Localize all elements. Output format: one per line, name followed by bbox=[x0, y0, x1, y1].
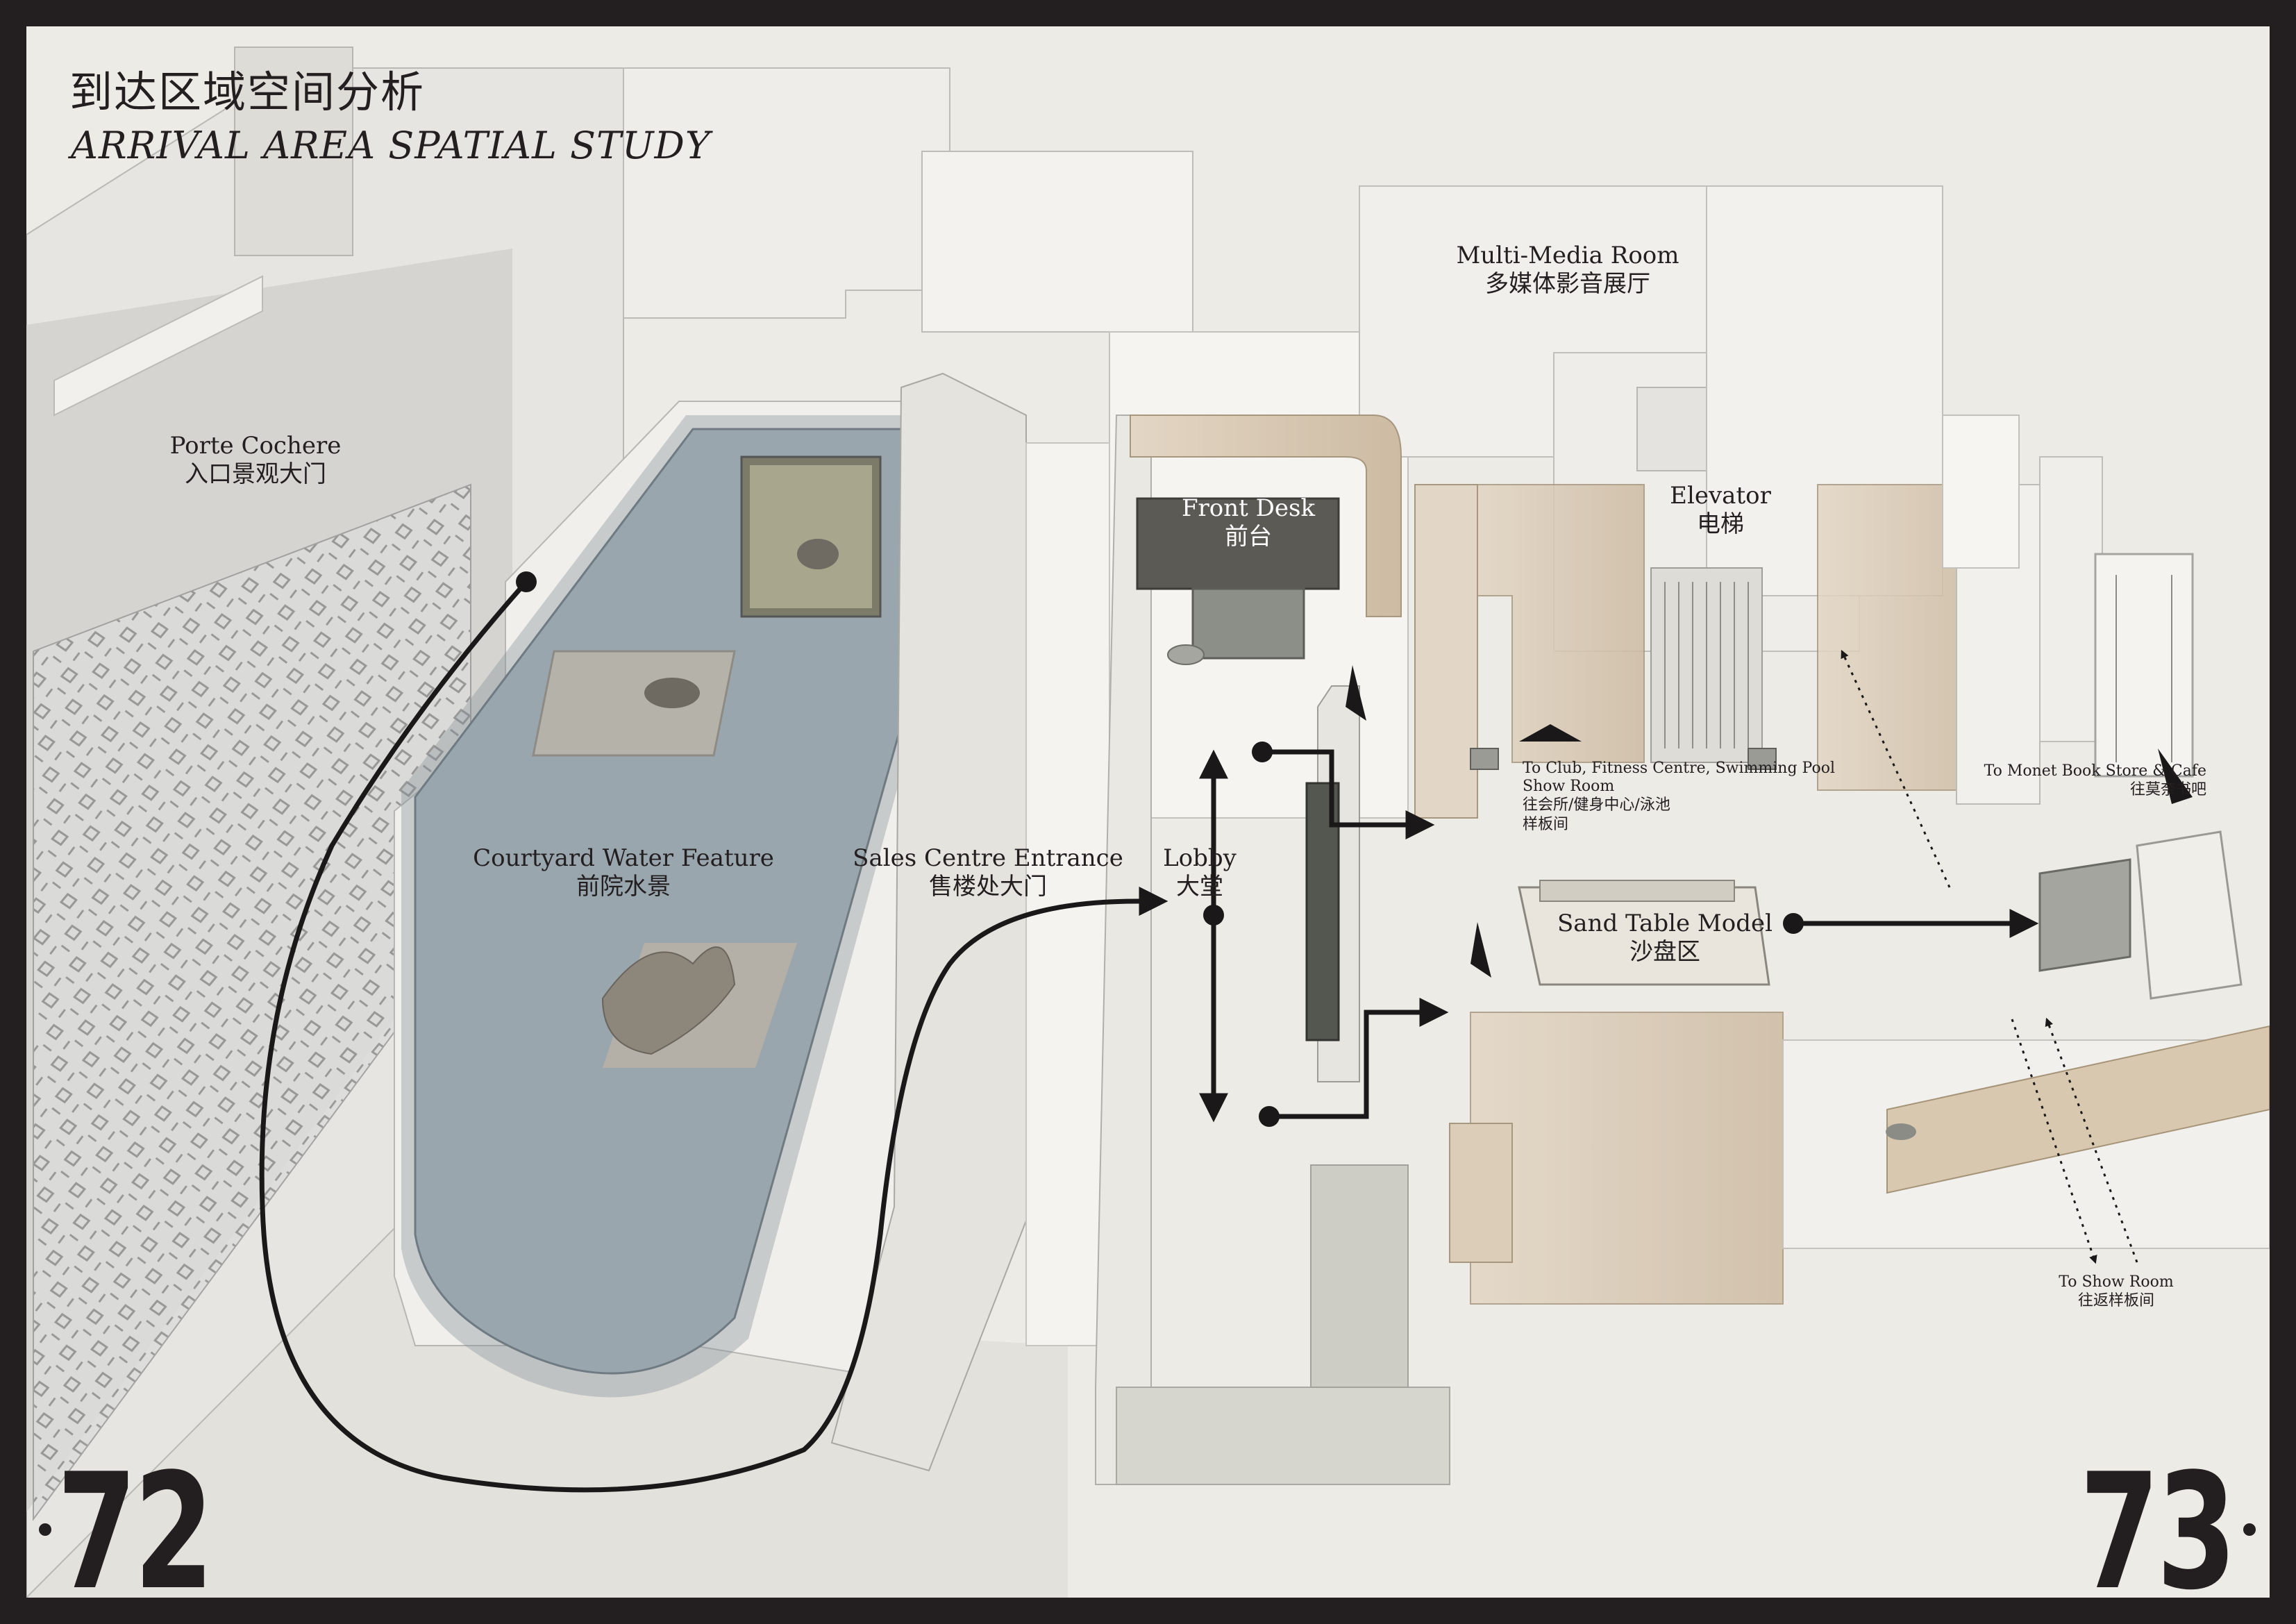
dotted-paths bbox=[1841, 649, 2138, 1264]
north-wall-return bbox=[921, 151, 1193, 333]
page-number-right: 73 bbox=[2079, 1440, 2236, 1598]
lobby-south-wall bbox=[1116, 1387, 1450, 1485]
bar-stool bbox=[1167, 644, 1205, 665]
garden-rock bbox=[797, 539, 839, 569]
north-wall bbox=[623, 67, 950, 319]
sand-table-rim bbox=[1539, 880, 1735, 902]
front-desk-counter bbox=[1191, 587, 1305, 660]
main-arrival-path bbox=[259, 579, 1168, 1493]
label-courtyard-water-feature: Courtyard Water Feature 前院水景 bbox=[473, 844, 774, 901]
page-number-left: 72 bbox=[57, 1440, 214, 1598]
dotted-path-north bbox=[1841, 649, 1951, 888]
direction-wedges bbox=[1346, 665, 2193, 978]
wedge-pointer bbox=[1519, 724, 1582, 742]
porte-cochere-beam bbox=[53, 275, 263, 417]
entrance-guide-wall bbox=[830, 372, 1027, 1472]
lobby-column bbox=[1310, 1164, 1409, 1388]
elevator-door-grille bbox=[1664, 582, 1749, 748]
east-portal-frame bbox=[2039, 456, 2103, 742]
path-to-elevator bbox=[1259, 749, 1435, 839]
bench-fixture bbox=[1886, 1123, 1916, 1140]
front-desk-back-panel bbox=[1136, 497, 1340, 590]
label-porte-cochere: Porte Cochere 入口景观大门 bbox=[169, 432, 342, 488]
stone-platform bbox=[532, 650, 736, 757]
scholar-rock bbox=[601, 946, 736, 1055]
label-front-desk: Front Desk 前台 bbox=[1181, 494, 1316, 551]
dotted-path-showroom-out bbox=[2011, 1019, 2097, 1264]
book-shelf bbox=[2136, 830, 2243, 1000]
front-desk-canopy bbox=[1130, 415, 1402, 617]
planter-pot bbox=[1470, 748, 1499, 770]
label-multimedia-room: Multi-Media Room 多媒体影音展厅 bbox=[1456, 242, 1679, 298]
planter-pot bbox=[1748, 748, 1777, 770]
portal-cap bbox=[1942, 415, 2020, 569]
stone-wall-return bbox=[1449, 1123, 1513, 1263]
label-elevator: Elevator 电梯 bbox=[1670, 482, 1771, 538]
axonometric-floor-plan bbox=[26, 26, 2270, 1598]
display-bench bbox=[1886, 1025, 2270, 1194]
title-english: ARRIVAL AREA SPATIAL STUDY bbox=[71, 124, 711, 167]
label-to-monet: To Monet Book Store & Cafe 往莫奈书吧 bbox=[1984, 762, 2206, 798]
stone-wall-block-south bbox=[1470, 1012, 1784, 1305]
page-dot-right bbox=[2243, 1523, 2256, 1536]
east-window-frame bbox=[2094, 553, 2194, 778]
path-to-sand-table bbox=[1266, 998, 1449, 1119]
planter-moss bbox=[750, 465, 872, 608]
stone-pillar bbox=[234, 47, 353, 256]
label-to-club: To Club, Fitness Centre, Swimming Pool S… bbox=[1523, 760, 1835, 833]
dotted-path-showroom-in bbox=[2045, 1017, 2138, 1263]
stone-pier bbox=[1414, 484, 1478, 819]
label-sales-centre-entrance: Sales Centre Entrance 售楼处大门 bbox=[853, 844, 1123, 901]
wedge-pointer bbox=[1346, 665, 1366, 721]
circulation-paths bbox=[259, 579, 2039, 1493]
wedge-pointer bbox=[2158, 748, 2193, 804]
label-to-show-room: To Show Room 往返样板间 bbox=[2059, 1273, 2174, 1309]
title-chinese: 到达区域空间分析 bbox=[69, 67, 426, 117]
spatial-study-sheet: 到达区域空间分析 ARRIVAL AREA SPATIAL STUDY Port… bbox=[26, 26, 2270, 1598]
shadow-area bbox=[26, 846, 1068, 1598]
label-lobby: Lobby 大堂 bbox=[1163, 844, 1237, 901]
wedge-pointer bbox=[1470, 922, 1491, 978]
label-sand-table-model: Sand Table Model 沙盘区 bbox=[1557, 910, 1773, 966]
page-dot-left bbox=[39, 1523, 51, 1536]
garden-rock bbox=[644, 678, 700, 708]
path-nodes bbox=[516, 571, 1804, 1127]
artwork-panel bbox=[1305, 782, 1340, 1041]
display-cabinet bbox=[2038, 858, 2131, 972]
